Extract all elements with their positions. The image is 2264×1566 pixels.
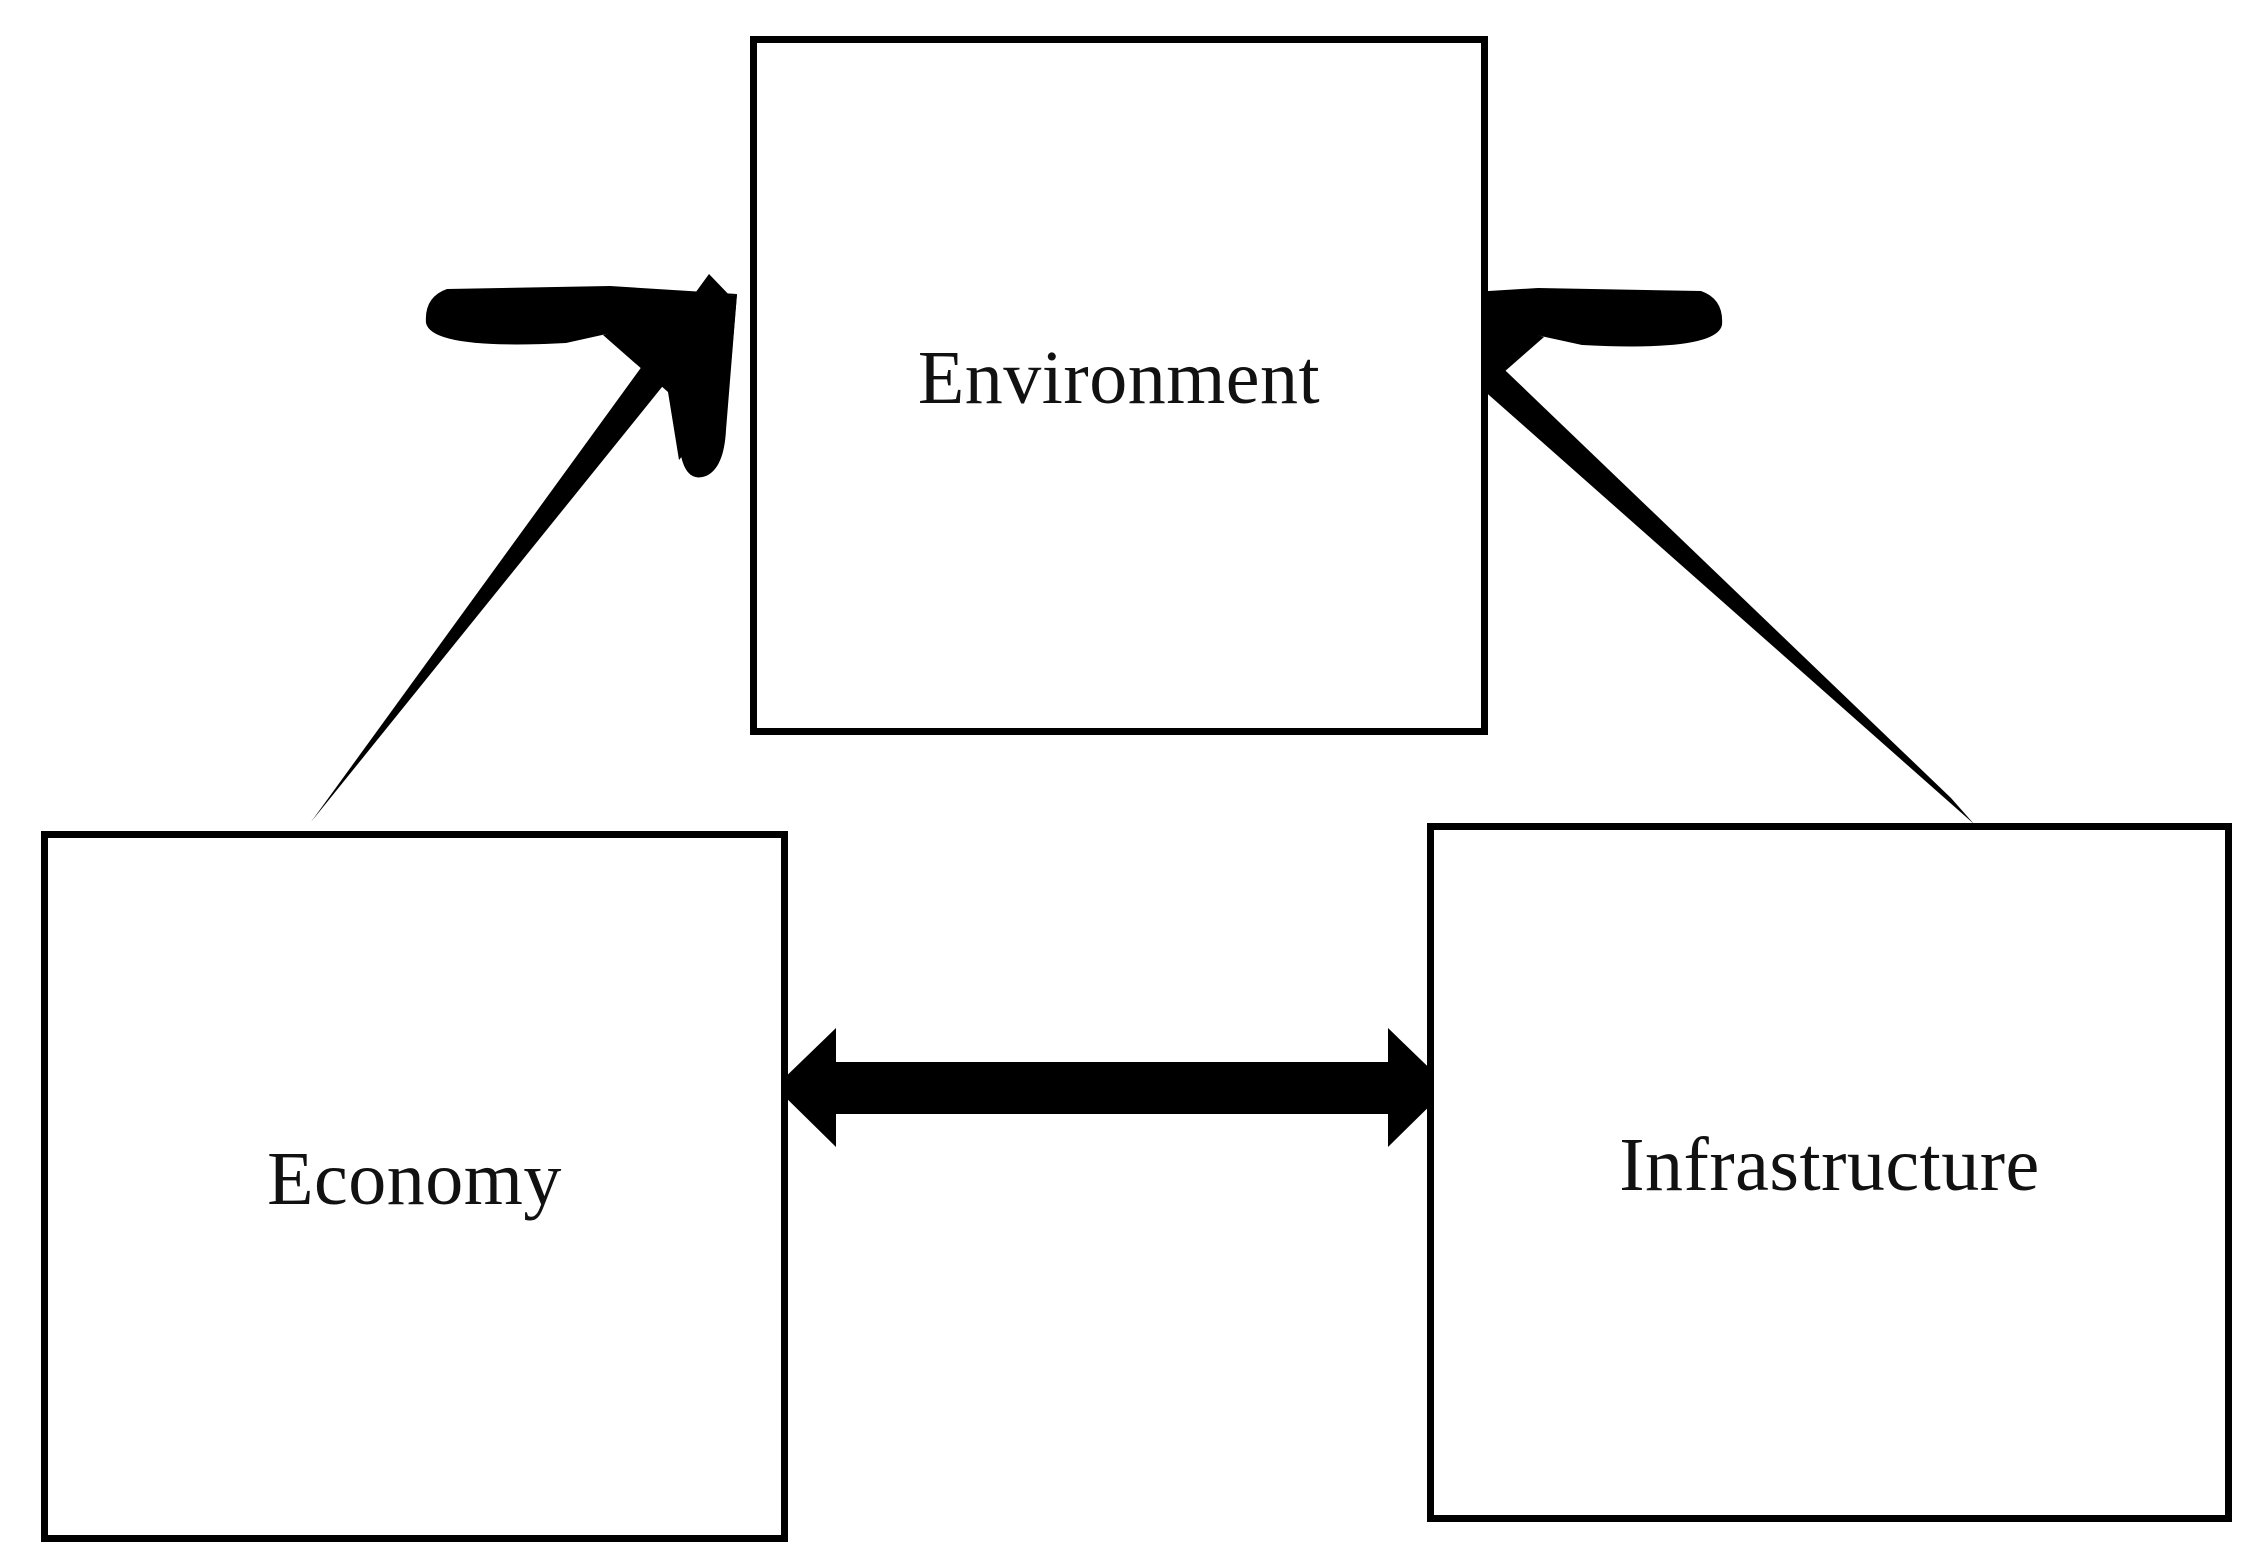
arrow-shaft-infrastructure-environment xyxy=(1412,302,1974,824)
arrow-shaft-economy-environment xyxy=(311,274,733,822)
node-label-infrastructure: Infrastructure xyxy=(1619,1122,2040,1207)
node-box-economy[interactable]: Economy xyxy=(41,831,788,1542)
node-label-environment: Environment xyxy=(917,335,1321,420)
node-label-economy: Economy xyxy=(267,1136,562,1221)
arrow-barb-left-economy-environment xyxy=(425,286,737,345)
arrow-barb-right-economy-environment xyxy=(673,294,737,478)
node-box-environment[interactable]: Environment xyxy=(750,36,1488,735)
double-headed-arrow-economy-infrastructure xyxy=(775,1028,1449,1147)
arrow-head-body-economy-environment xyxy=(603,294,737,460)
connector-economy-infrastructure xyxy=(775,1028,1449,1147)
connector-infrastructure-to-environment xyxy=(1408,288,1974,824)
connector-economy-to-environment xyxy=(311,274,737,822)
node-box-infrastructure[interactable]: Infrastructure xyxy=(1427,823,2232,1522)
